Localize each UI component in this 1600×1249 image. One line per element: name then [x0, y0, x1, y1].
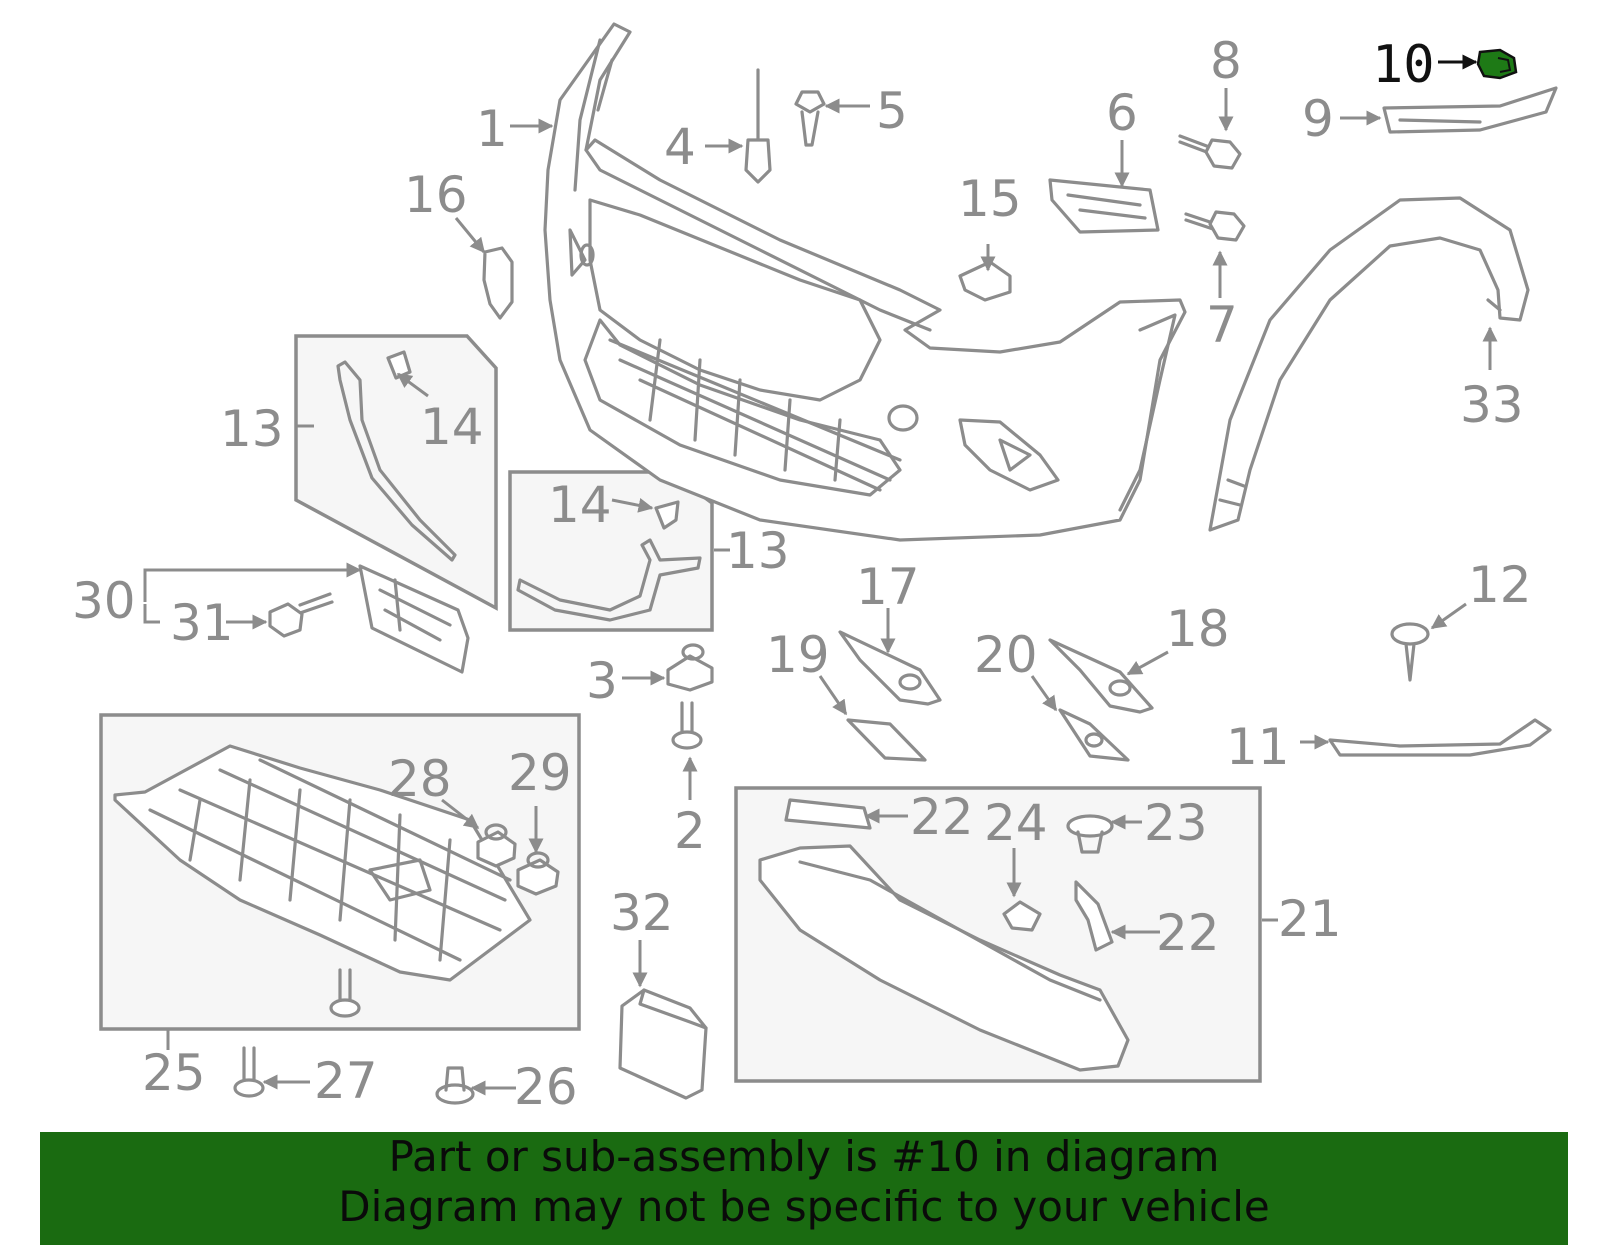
callout-27: 27 [314, 1052, 378, 1110]
screw-part-12 [1390, 622, 1430, 682]
clip-part-24 [1002, 900, 1042, 932]
clip-part-14-left [386, 350, 412, 380]
callout-30: 30 [72, 572, 136, 630]
info-banner: Part or sub-assembly is #10 in diagram D… [40, 1132, 1568, 1245]
callout-25: 25 [142, 1044, 206, 1102]
callout-5: 5 [876, 82, 908, 140]
callout-10-highlighted: 10 [1372, 35, 1435, 95]
callout-31: 31 [170, 594, 234, 652]
callout-18: 18 [1166, 600, 1230, 658]
bracket-part-22-right [1074, 880, 1114, 952]
bracket-part-30 [358, 564, 470, 674]
callout-9: 9 [1302, 90, 1334, 148]
bumper-cover-part [543, 22, 1187, 542]
sensor-part-32 [618, 988, 708, 1100]
strip-part-11 [1328, 718, 1552, 757]
clip-part-14-right [654, 500, 680, 530]
callout-14-left: 14 [420, 398, 484, 456]
cover-part-17 [838, 630, 942, 706]
molding-part-13-right [516, 538, 702, 622]
cover-part-20 [1058, 708, 1130, 762]
bolt-part-2 [671, 701, 703, 750]
callout-7: 7 [1206, 296, 1238, 354]
callout-15: 15 [958, 170, 1022, 228]
bolt-part-8 [1178, 134, 1242, 170]
callout-17: 17 [856, 558, 920, 616]
molding-part-9 [1382, 86, 1558, 134]
callout-22-right: 22 [1156, 904, 1220, 962]
clip-part-23 [1066, 814, 1114, 854]
clip-part-5 [794, 90, 826, 147]
callout-16: 16 [404, 166, 468, 224]
callout-1: 1 [476, 100, 508, 158]
callout-13-left: 13 [220, 400, 284, 458]
callout-4: 4 [664, 118, 696, 176]
callout-11: 11 [1226, 718, 1290, 776]
clip-part-15 [958, 260, 1012, 302]
cover-part-19 [846, 718, 927, 762]
callout-32: 32 [610, 884, 674, 942]
callout-labels: 1 2 3 4 5 6 7 8 9 10 11 12 13 13 14 14 1… [72, 32, 1532, 1116]
callout-21: 21 [1278, 890, 1342, 948]
callout-24: 24 [984, 794, 1048, 852]
callout-13-right: 13 [726, 522, 790, 580]
cover-part-18 [1048, 638, 1154, 714]
callout-29: 29 [508, 744, 572, 802]
banner-line-1: Part or sub-assembly is #10 in diagram [388, 1132, 1220, 1181]
callout-19: 19 [766, 626, 830, 684]
absorber-part-21 [758, 844, 1130, 1072]
rivet-part-4 [744, 68, 772, 184]
bolt-part-7 [1184, 210, 1246, 242]
undercover-part-25 [113, 744, 532, 982]
molding-part-13-left [336, 360, 457, 562]
bracket-part-22-top [784, 798, 872, 830]
callout-12: 12 [1468, 556, 1532, 614]
callout-33: 33 [1460, 376, 1524, 434]
callout-28: 28 [388, 750, 452, 808]
clip-part-26 [435, 1066, 475, 1105]
seal-part-16 [482, 246, 514, 320]
callout-2: 2 [674, 802, 706, 860]
callout-26: 26 [514, 1058, 578, 1116]
clip-part-28 [476, 823, 517, 868]
callout-8: 8 [1210, 32, 1242, 90]
flare-part-33 [1208, 196, 1530, 532]
callout-14-right: 14 [548, 476, 612, 534]
leader-lines [143, 54, 1498, 1096]
nut-part-3 [666, 643, 714, 692]
callout-23: 23 [1144, 794, 1208, 852]
fastener-part-10-highlighted [1476, 48, 1518, 80]
banner-line-2: Diagram may not be specific to your vehi… [338, 1182, 1270, 1231]
callout-22-top: 22 [910, 788, 974, 846]
bolt-part-27 [233, 1046, 265, 1098]
callout-6: 6 [1106, 84, 1138, 142]
callout-20: 20 [974, 626, 1038, 684]
bracket-part-6 [1048, 178, 1160, 234]
bolt-part-25-screw [329, 968, 361, 1018]
callout-3: 3 [586, 652, 618, 710]
bolt-part-31 [268, 592, 334, 638]
